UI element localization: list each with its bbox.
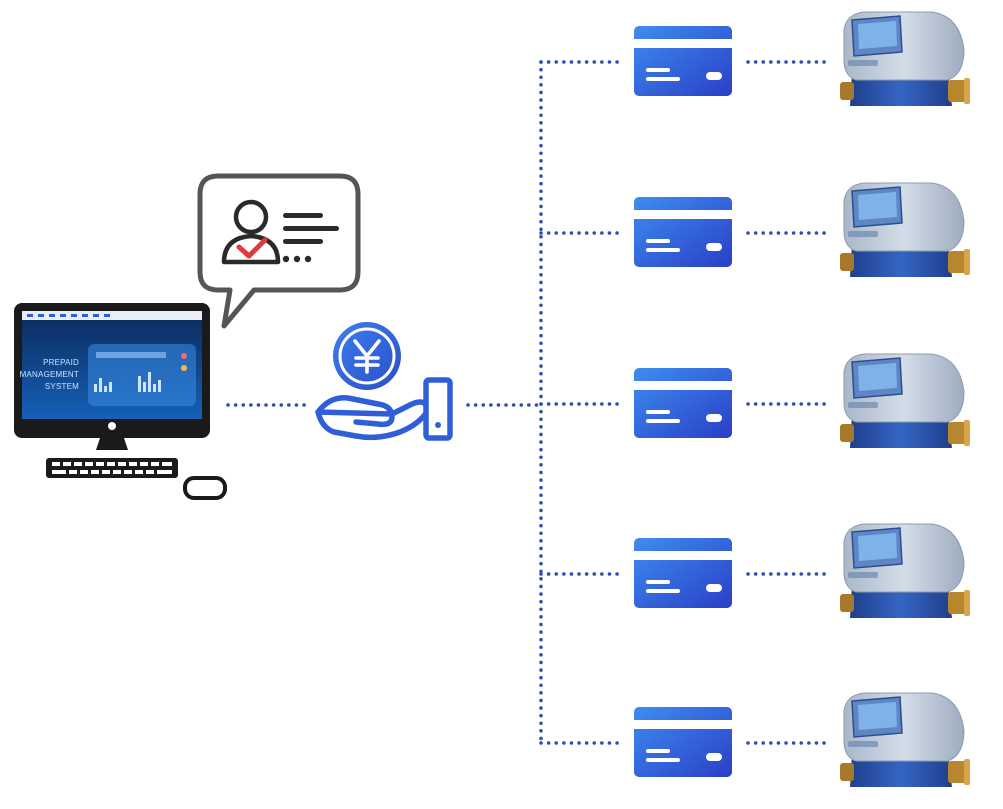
prepaid-card-icon bbox=[634, 368, 732, 438]
smart-water-meter-icon bbox=[839, 353, 971, 449]
card-meter-branches bbox=[634, 11, 971, 788]
prepaid-card-icon bbox=[634, 538, 732, 608]
prepaid-card-icon bbox=[634, 707, 732, 777]
mouse-icon bbox=[183, 476, 227, 500]
screen-title-line-2: MANAGEMENT bbox=[20, 370, 79, 379]
desktop-computer-icon: PREPAID MANAGEMENT SYSTEM bbox=[14, 303, 227, 500]
prepaid-card-icon bbox=[634, 26, 732, 96]
screen-title-line-3: SYSTEM bbox=[45, 382, 79, 391]
screen-title-line-1: PREPAID bbox=[43, 358, 79, 367]
smart-water-meter-icon bbox=[839, 182, 971, 278]
yen-coin-hand-icon bbox=[315, 322, 453, 441]
keyboard-icon bbox=[46, 458, 178, 478]
smart-water-meter-icon bbox=[839, 523, 971, 619]
smart-water-meter-icon bbox=[839, 11, 971, 107]
smart-water-meter-icon bbox=[839, 692, 971, 788]
prepaid-card-icon bbox=[634, 197, 732, 267]
dotted-connectors bbox=[226, 60, 828, 745]
user-verified-bubble-icon bbox=[197, 173, 361, 329]
